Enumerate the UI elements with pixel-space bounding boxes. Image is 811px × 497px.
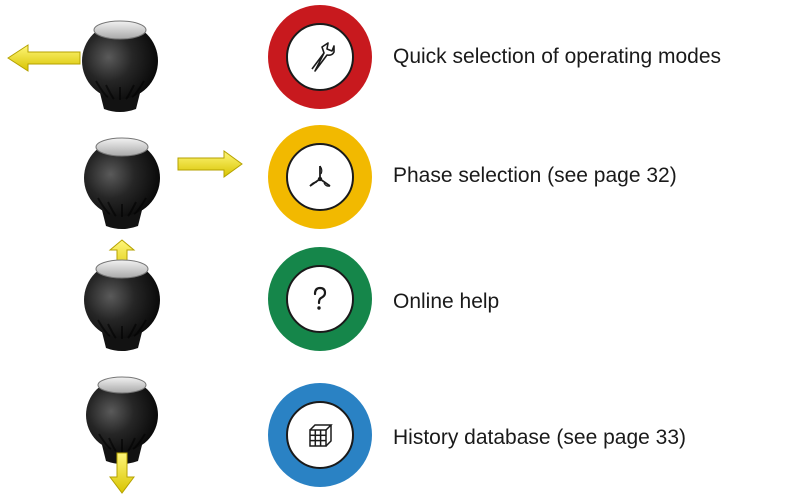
joystick-row-online-help: Online help bbox=[0, 236, 811, 356]
arrow-right-icon bbox=[177, 150, 243, 178]
joystick-row-history-database: History database (see page 33) bbox=[0, 373, 811, 497]
arrow-down-icon bbox=[109, 452, 135, 494]
row-label: Online help bbox=[393, 290, 500, 313]
row-label: Quick selection of operating modes bbox=[393, 45, 722, 68]
joystick-knob-icon bbox=[86, 376, 158, 494]
arrow-left-icon bbox=[7, 44, 81, 72]
ring-red bbox=[268, 5, 372, 109]
database-icon bbox=[309, 424, 333, 447]
joystick-row-phase-selection: Phase selection (see page 32) bbox=[0, 118, 811, 238]
row-label: Phase selection (see page 32) bbox=[393, 164, 677, 187]
joystick-knob-icon bbox=[7, 20, 158, 112]
joystick-row-operating-modes: Quick selection of operating modes bbox=[0, 0, 811, 120]
ring-blue bbox=[268, 383, 372, 487]
row-label: History database (see page 33) bbox=[393, 426, 687, 449]
joystick-knob-icon bbox=[84, 239, 160, 351]
phase-icon bbox=[309, 165, 331, 187]
ring-yellow bbox=[268, 125, 372, 229]
question-icon bbox=[313, 286, 327, 310]
ring-green bbox=[268, 247, 372, 351]
joystick-knob-icon bbox=[84, 137, 243, 229]
wrench-icon bbox=[311, 42, 335, 72]
